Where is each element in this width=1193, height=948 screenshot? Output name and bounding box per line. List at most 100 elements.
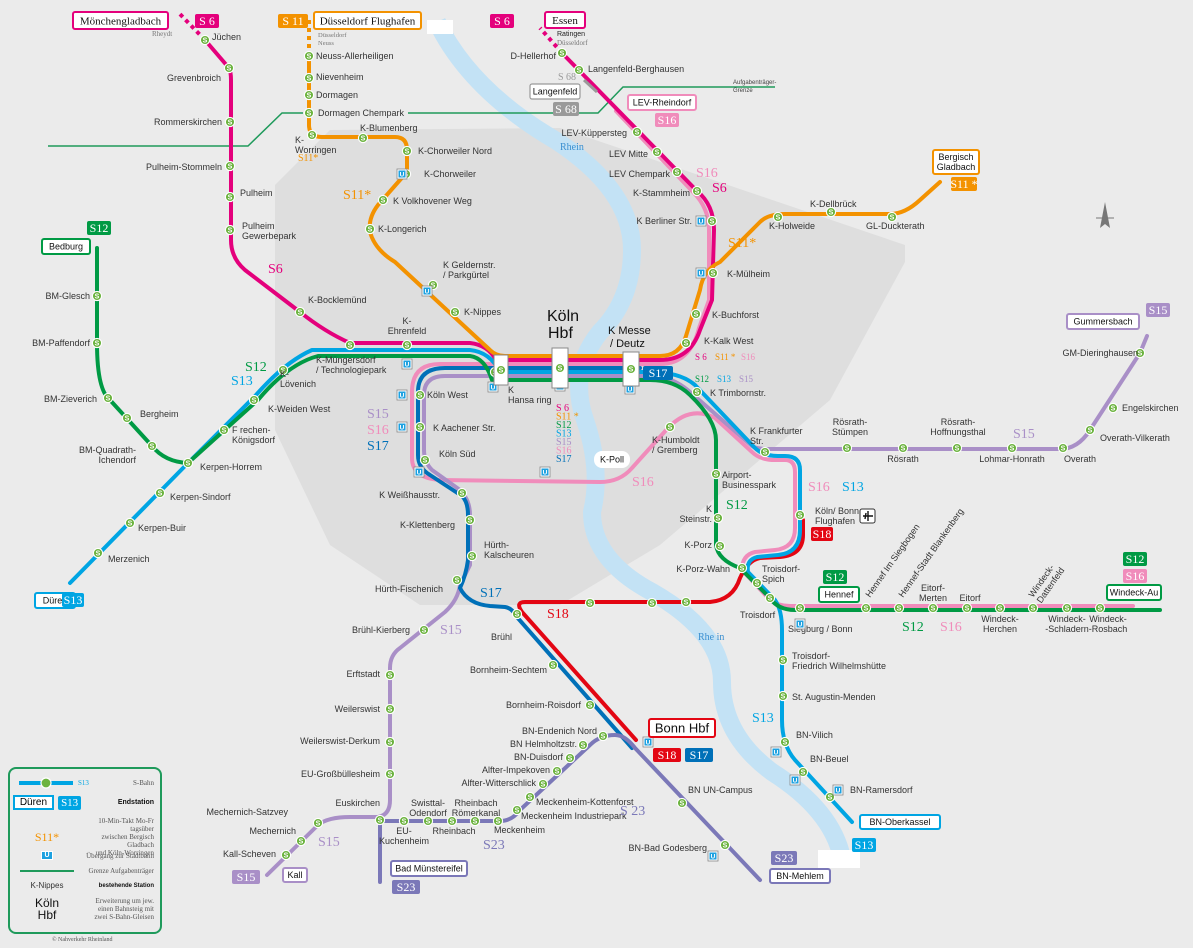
line-s13[interactable]	[68, 348, 854, 824]
line-badge-s17[interactable]: S17	[643, 366, 673, 380]
station[interactable]: SK-Blumenberg	[357, 123, 418, 144]
terminal-station-box[interactable]: Bedburg	[41, 238, 91, 255]
station-marker[interactable]: S	[1061, 602, 1073, 614]
station-marker[interactable]: S	[384, 736, 396, 748]
terminal-station-box[interactable]: Bonn Hbf	[648, 718, 716, 738]
terminal-station-box[interactable]: Essen	[544, 11, 586, 29]
station-marker[interactable]: S	[676, 797, 688, 809]
station-marker[interactable]: S	[357, 132, 369, 144]
station-marker[interactable]: S	[712, 512, 724, 524]
station-marker[interactable]: S	[824, 791, 836, 803]
terminal-station-box[interactable]: Bad Münstereifel	[390, 860, 468, 877]
station-marker[interactable]: S	[377, 194, 389, 206]
station-marker[interactable]: S	[759, 446, 771, 458]
terminal-station-box[interactable]: Mönchengladbach	[72, 11, 169, 30]
station-marker[interactable]: S	[224, 160, 236, 172]
station-marker[interactable]: S	[248, 394, 260, 406]
station[interactable]: SBN-Ramersdorf	[824, 785, 913, 803]
station-marker[interactable]: S	[597, 730, 609, 742]
station[interactable]: SBM-Zieverich	[44, 392, 114, 404]
station-marker[interactable]: S	[524, 791, 536, 803]
station-marker[interactable]: S	[384, 703, 396, 715]
station-marker[interactable]: S	[1107, 402, 1119, 414]
station[interactable]: SEU-Großbüllesheim	[301, 768, 396, 780]
line-s16[interactable]	[410, 109, 1135, 608]
station-marker[interactable]: S	[893, 602, 905, 614]
station-marker[interactable]: S	[91, 290, 103, 302]
station-marker[interactable]: S	[777, 690, 789, 702]
station-marker[interactable]: S	[492, 815, 504, 827]
line-badge-s23[interactable]: S23	[771, 851, 797, 865]
line-badge-s18[interactable]: S18	[811, 527, 833, 541]
station[interactable]: SGM-Dieringhausen	[1062, 347, 1146, 359]
station[interactable]: SK-Lövenich	[277, 364, 316, 389]
station[interactable]: SBM-Paffendorf	[32, 337, 103, 349]
station[interactable]: SK-Holweide	[769, 211, 815, 231]
station-marker[interactable]: S	[401, 145, 413, 157]
station-marker[interactable]: S	[719, 839, 731, 851]
koeln-hbf-hub[interactable]: S	[551, 347, 569, 389]
station[interactable]: SBN-Endenich Nord	[522, 726, 609, 742]
station-marker[interactable]: S	[751, 577, 763, 589]
station[interactable]: SBM-Glesch	[45, 290, 103, 302]
station-marker[interactable]: S	[182, 457, 194, 469]
line-badge-s12[interactable]: S12	[87, 221, 111, 235]
station-marker[interactable]: S	[886, 211, 898, 223]
station-marker[interactable]: S	[714, 540, 726, 552]
station-marker[interactable]: S	[295, 835, 307, 847]
station-marker[interactable]: S	[794, 509, 806, 521]
station-marker[interactable]: S	[1006, 442, 1018, 454]
station-marker[interactable]: S	[277, 364, 289, 376]
station-marker[interactable]: S	[691, 386, 703, 398]
station-marker[interactable]: S	[303, 72, 315, 84]
station[interactable]: SD-Hellerhof	[510, 47, 568, 61]
station-marker[interactable]: S	[464, 514, 476, 526]
station[interactable]: SBM-Quadrath-Ichendorf	[79, 440, 158, 465]
terminal-station-box[interactable]: BN-Mehlem	[769, 868, 831, 884]
station-marker[interactable]: S	[364, 223, 376, 235]
station-marker[interactable]: S	[154, 487, 166, 499]
line-s23[interactable]	[378, 733, 762, 884]
terminal-station-box[interactable]: BN-Oberkassel	[859, 814, 941, 830]
station-marker[interactable]: S	[1084, 424, 1096, 436]
station-marker[interactable]: S	[841, 442, 853, 454]
station-marker[interactable]: S	[577, 739, 589, 751]
station-marker[interactable]: S	[664, 421, 676, 433]
station-marker[interactable]: S	[646, 597, 658, 609]
messe-deutz-hub[interactable]: S	[622, 351, 640, 387]
station-marker[interactable]: S	[224, 224, 236, 236]
station-marker[interactable]: S	[312, 817, 324, 829]
station-marker[interactable]: S	[414, 389, 426, 401]
station-marker[interactable]: S	[456, 487, 468, 499]
terminal-station-box[interactable]: Hennef	[818, 586, 860, 603]
station-marker[interactable]: S	[690, 308, 702, 320]
station-marker[interactable]: S	[511, 608, 523, 620]
station[interactable]: SBN-Vilich	[779, 730, 833, 748]
station[interactable]: SK-Müngersdorf/ Technologiepark	[316, 339, 387, 375]
station-marker[interactable]: S	[671, 166, 683, 178]
